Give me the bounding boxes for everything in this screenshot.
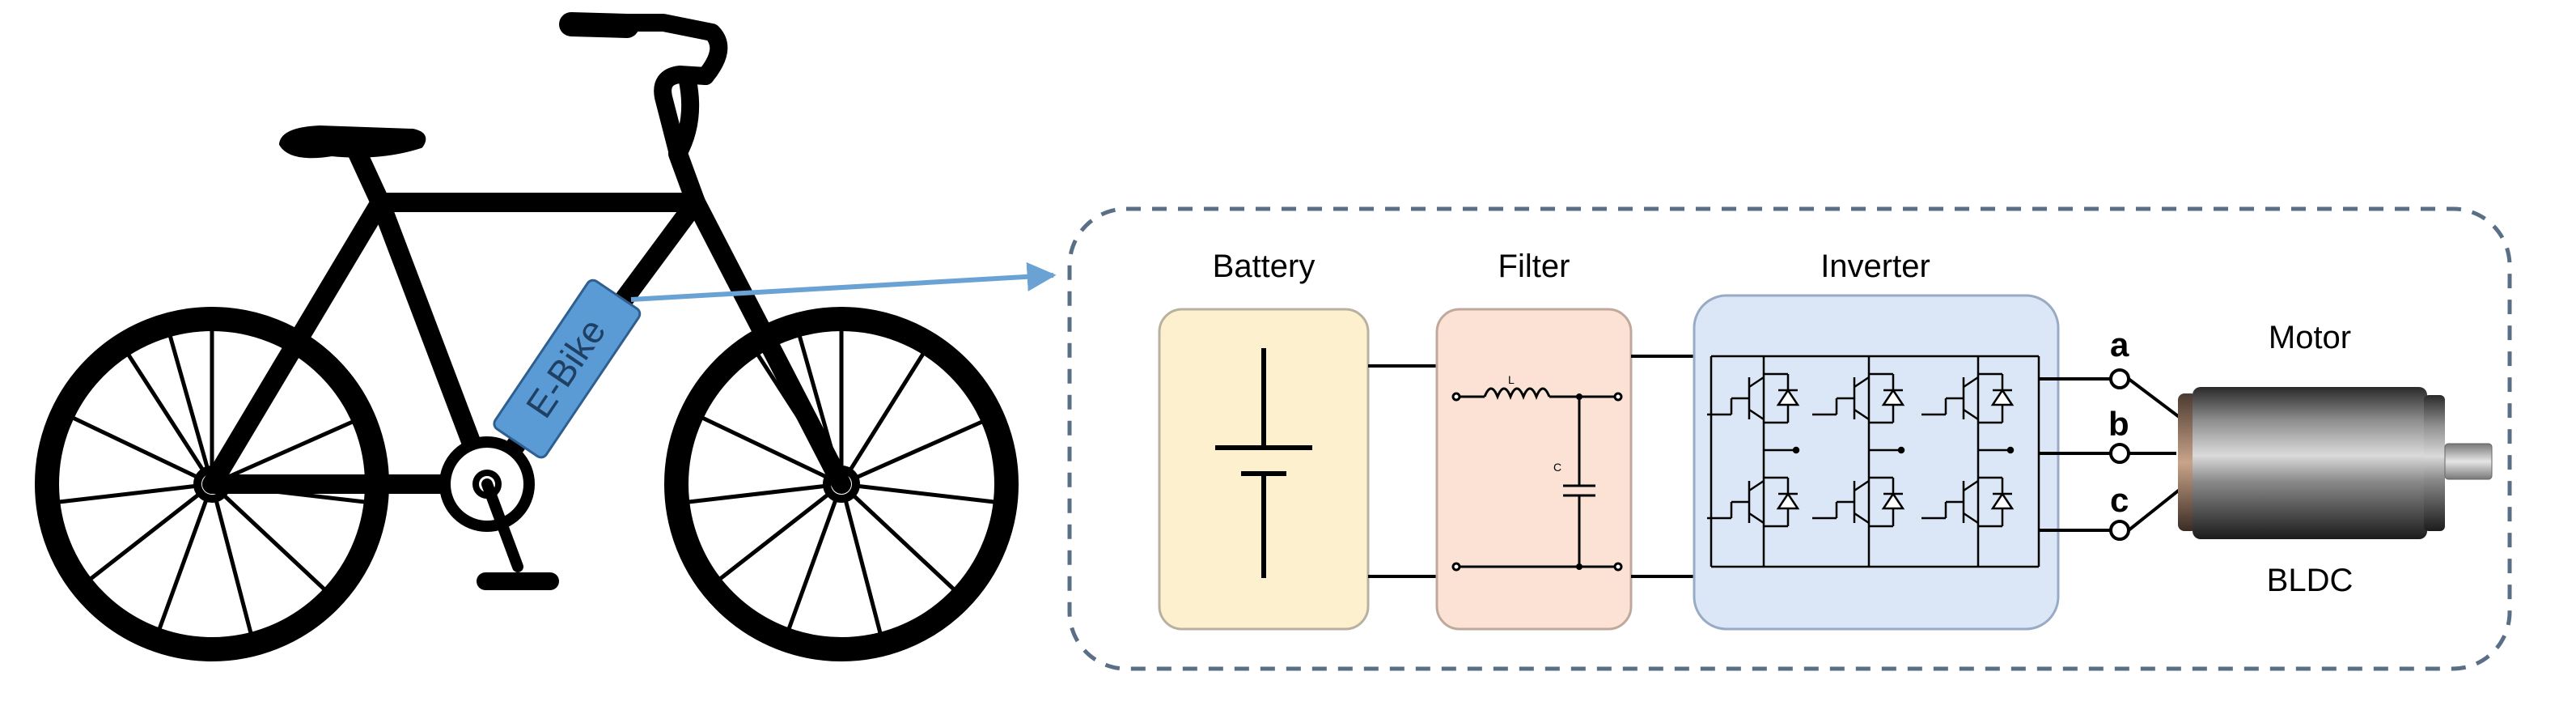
zoom-arrow bbox=[630, 261, 1057, 302]
terminal-b bbox=[2109, 443, 2130, 464]
capacitor-label: C bbox=[1553, 461, 1561, 474]
motor-cylinder-icon bbox=[2178, 387, 2493, 539]
dc-bus-wires-2 bbox=[1631, 355, 1694, 578]
terminal-a bbox=[2109, 368, 2130, 389]
igbt-switch-icon bbox=[1812, 476, 1905, 528]
inverter-circuit bbox=[1707, 355, 2040, 568]
bike-saddle bbox=[279, 125, 426, 159]
bike-handlebar bbox=[606, 14, 728, 163]
inverter-title: Inverter bbox=[1820, 249, 1930, 284]
battery-symbol-icon bbox=[1215, 348, 1312, 578]
battery-title: Battery bbox=[1213, 249, 1316, 284]
inverter-block: Inverter bbox=[1693, 249, 2060, 631]
filter-block: Filter L C bbox=[1435, 249, 1633, 631]
phase-label-b: b bbox=[2108, 405, 2129, 443]
inductor-icon bbox=[1483, 387, 1551, 401]
phase-outputs bbox=[2039, 368, 2186, 541]
igbt-switch-icon bbox=[1812, 372, 1905, 424]
ebike-battery-pack: E-Bike bbox=[493, 278, 642, 459]
filter-title: Filter bbox=[1498, 249, 1570, 284]
motor-type-label: BLDC bbox=[2267, 563, 2354, 598]
igbt-switch-icon bbox=[1921, 372, 2015, 424]
phase-label-a: a bbox=[2110, 325, 2129, 364]
terminal-c bbox=[2109, 520, 2130, 541]
dc-bus-wires-1 bbox=[1368, 364, 1437, 578]
bicycle-illustration bbox=[35, 12, 1019, 661]
phase-label-c: c bbox=[2110, 481, 2129, 519]
igbt-switch-icon bbox=[1707, 476, 1800, 528]
igbt-switch-icon bbox=[1707, 372, 1800, 424]
inductor-label: L bbox=[1508, 373, 1515, 386]
drive-system-outline bbox=[1067, 206, 2512, 671]
motor-title: Motor bbox=[2269, 320, 2351, 355]
battery-block: Battery bbox=[1158, 249, 1370, 631]
igbt-switch-icon bbox=[1921, 476, 2015, 528]
